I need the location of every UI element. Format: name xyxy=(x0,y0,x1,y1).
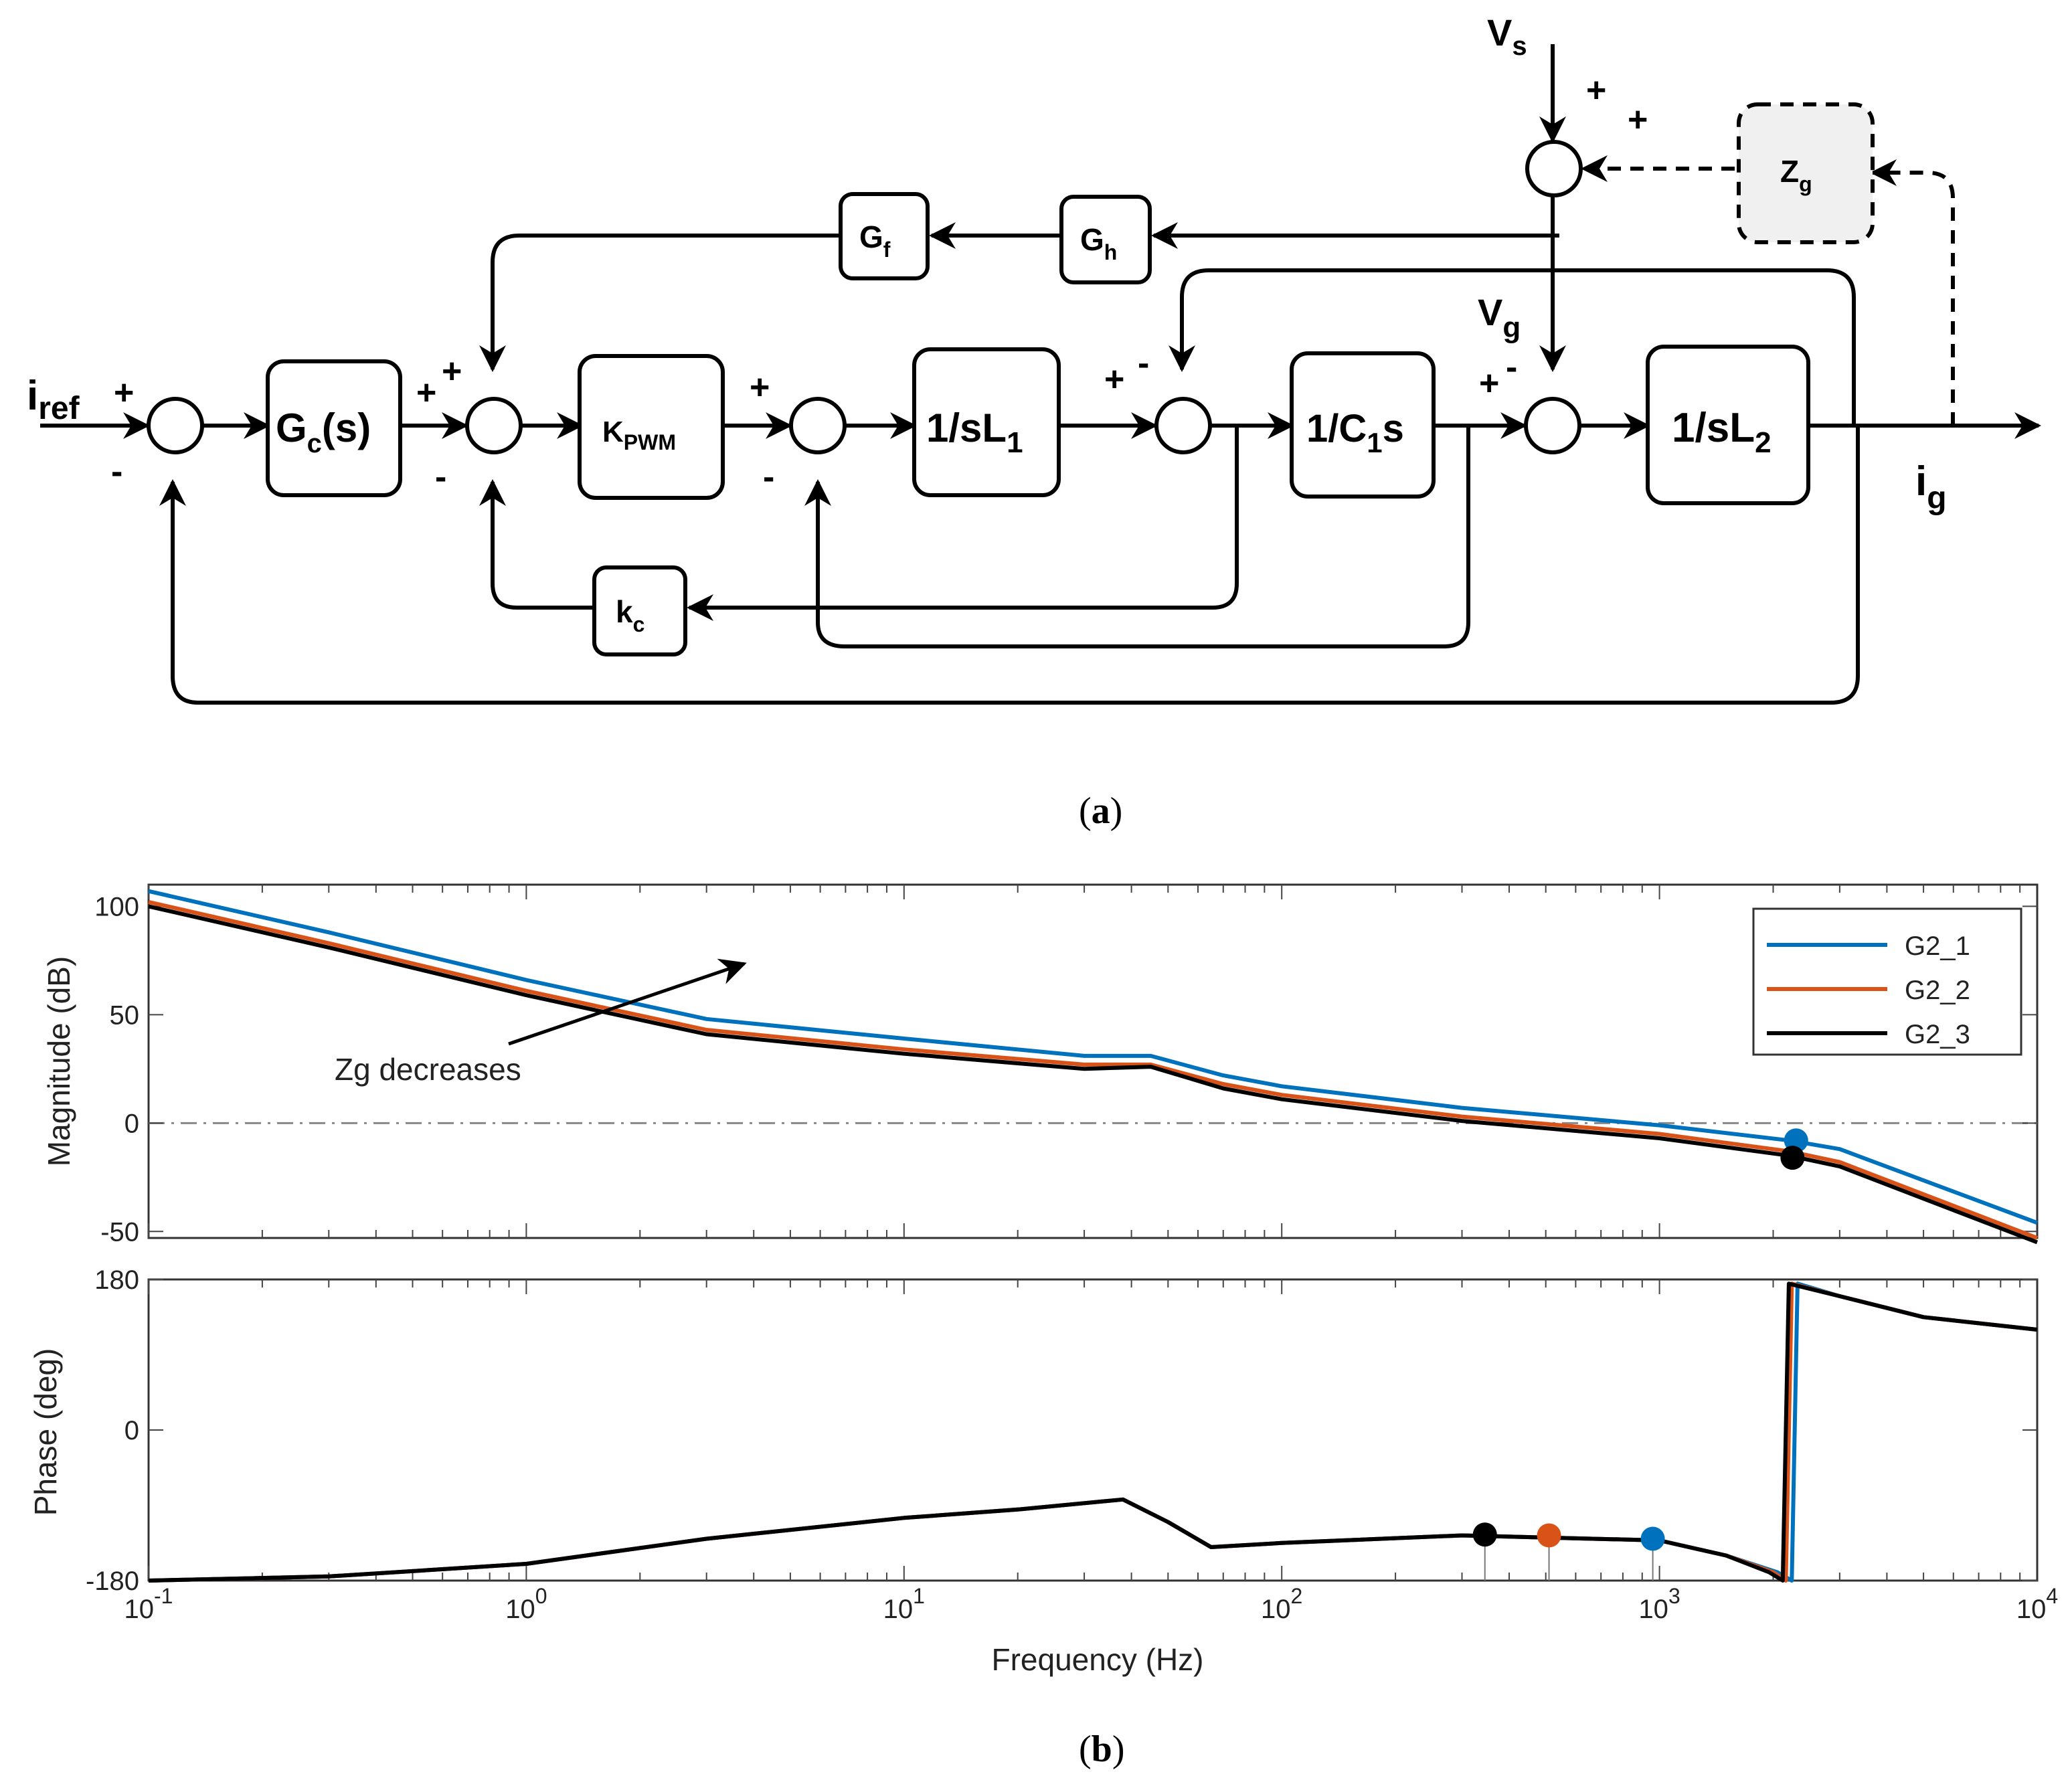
y-tick-label: -180 xyxy=(86,1567,139,1596)
block-diagram: Gc(s) KPWM 1/sL1 1/C1s 1/sL2 Gf Gh kc xyxy=(27,11,2041,832)
y-tick-label: 0 xyxy=(124,1109,139,1138)
sign-plus: + xyxy=(1628,100,1648,139)
block-gc: Gc(s) xyxy=(266,359,402,497)
block-zg: Zg xyxy=(1737,102,1875,244)
svg-text:1/sL1: 1/sL1 xyxy=(926,406,1023,459)
caption-a: (a) xyxy=(1079,790,1122,832)
annotation-text: Zg decreases xyxy=(335,1052,521,1087)
block-gh: Gh xyxy=(1059,195,1152,284)
legend-label: G2_3 xyxy=(1905,1020,1970,1049)
signal-ig: ig xyxy=(1915,458,1947,516)
svg-text:KPWM: KPWM xyxy=(602,416,676,454)
sum-junction-1 xyxy=(147,397,204,454)
sign-plus: + xyxy=(1586,71,1606,110)
legend-label: G2_2 xyxy=(1905,976,1970,1005)
margin-marker xyxy=(1537,1523,1561,1548)
sum-junction-4 xyxy=(1154,397,1212,454)
x-tick-label: 104 xyxy=(2016,1584,2058,1624)
y-tick-label: 50 xyxy=(110,1000,140,1030)
sign-plus: + xyxy=(442,352,462,391)
x-tick-label: 100 xyxy=(505,1584,547,1624)
sum-junction-5 xyxy=(1524,397,1581,454)
x-tick-label: 101 xyxy=(883,1584,925,1624)
sign-minus: - xyxy=(763,458,774,497)
block-l2: 1/sL2 xyxy=(1646,345,1810,505)
series-line-G2_2 xyxy=(148,899,2039,1240)
sign-plus: + xyxy=(1104,360,1124,399)
sum-junction-2 xyxy=(465,397,523,454)
y-tick-label: 100 xyxy=(94,892,139,921)
margin-marker xyxy=(1780,1146,1805,1170)
svg-text:Gf: Gf xyxy=(859,219,891,262)
wires xyxy=(40,44,2041,705)
x-axis-label: Frequency (Hz) xyxy=(992,1642,1204,1677)
bode-plot: 100 50 0 -50 Magnitude (dB) Zg decreases G2… xyxy=(28,883,2059,1770)
sign-labels: + - + + - + - + - + - + + xyxy=(111,71,1648,497)
sign-minus: - xyxy=(435,458,446,497)
x-tick-label: 103 xyxy=(1638,1584,1680,1624)
block-c1: 1/C1s xyxy=(1290,351,1436,499)
signal-iref: iref xyxy=(27,373,80,426)
series-line-G2_3 xyxy=(148,1281,2038,1583)
sign-plus: + xyxy=(114,373,134,412)
svg-text:1/sL2: 1/sL2 xyxy=(1672,405,1772,459)
series-line-G2_3 xyxy=(148,904,2039,1245)
x-tick-label: 102 xyxy=(1261,1584,1302,1624)
x-tick-labels: 10-1 100 101 102 103 104 xyxy=(124,1584,2059,1624)
margin-marker xyxy=(1472,1522,1497,1547)
x-tick-label: 10-1 xyxy=(124,1584,173,1624)
sign-minus: - xyxy=(1138,344,1149,383)
sign-minus: - xyxy=(1506,348,1517,387)
y-tick-label: -50 xyxy=(100,1217,139,1247)
sign-plus: + xyxy=(1479,364,1499,403)
phase-ylabel: Phase (deg) xyxy=(28,1348,63,1516)
caption-b: (b) xyxy=(1079,1728,1124,1770)
sign-minus: - xyxy=(111,452,122,491)
svg-text:Gh: Gh xyxy=(1080,222,1117,264)
sign-plus: + xyxy=(750,368,770,407)
sum-junction-3 xyxy=(789,397,847,454)
legend: G2_1G2_2G2_3 xyxy=(1752,907,2022,1056)
svg-text:kc: kc xyxy=(616,594,644,636)
svg-text:Gc(s): Gc(s) xyxy=(276,406,371,458)
block-kc: kc xyxy=(592,565,687,656)
y-tick-label: 0 xyxy=(124,1416,139,1445)
svg-text:Zg: Zg xyxy=(1780,154,1812,196)
sum-junction-vs xyxy=(1525,140,1583,197)
magnitude-ylabel: Magnitude (dB) xyxy=(41,956,76,1167)
signal-vs: Vs xyxy=(1487,11,1527,61)
legend-label: G2_1 xyxy=(1905,931,1970,961)
svg-text:1/C1s: 1/C1s xyxy=(1306,407,1404,458)
magnitude-panel: 100 50 0 -50 Magnitude (dB) Zg decreases G2… xyxy=(41,883,2039,1247)
block-kpwm: KPWM xyxy=(578,354,725,500)
series-line-G2_1 xyxy=(148,889,2039,1225)
block-l1: 1/sL1 xyxy=(912,347,1061,497)
block-gf: Gf xyxy=(839,192,930,280)
y-tick-label: 180 xyxy=(94,1265,139,1295)
phase-panel: 180 0 -180 Phase (deg) xyxy=(28,1265,2039,1596)
annotation-arrow xyxy=(508,958,747,1046)
signal-vg: Vg xyxy=(1478,291,1521,344)
margin-marker xyxy=(1640,1526,1665,1551)
sign-plus: + xyxy=(416,373,436,412)
